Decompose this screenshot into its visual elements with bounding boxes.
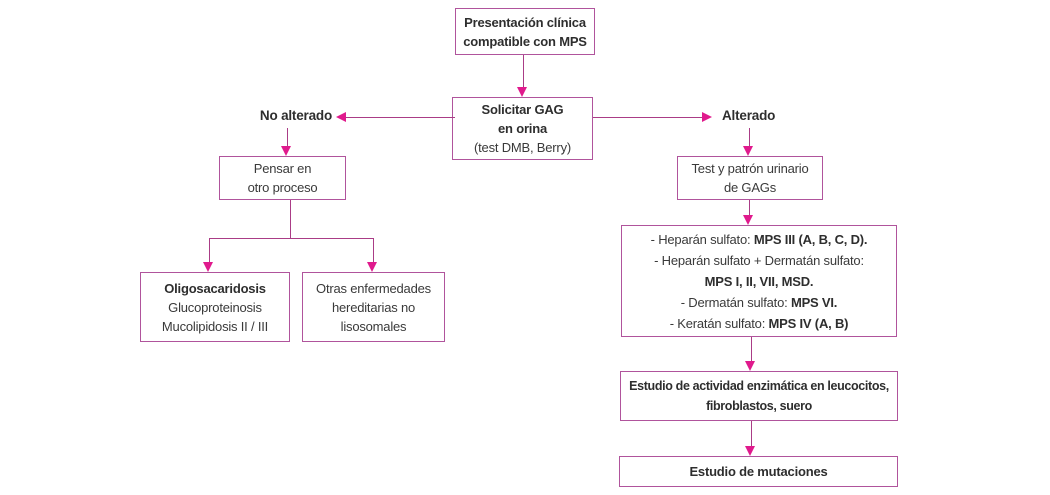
arrowhead-down-icon	[367, 262, 377, 272]
item-text: - Dermatán sulfato:	[680, 294, 791, 310]
box-text-line: en orina	[498, 121, 547, 136]
box-text-line: Glucoproteinosis	[168, 299, 262, 315]
arrowhead-left-icon	[336, 112, 346, 122]
arrowhead-down-icon	[281, 146, 291, 156]
connector-branch-to-otras	[372, 238, 374, 263]
list-item: - Heparán sulfato: MPS III (A, B, C, D).	[651, 229, 868, 250]
list-item: - Keratán sulfato: MPS IV (A, B)	[670, 313, 849, 334]
box-estudio-enzimatico: Estudio de actividad enzimática en leuco…	[620, 371, 898, 421]
box-text-line: Presentación clínica	[464, 14, 586, 30]
box-text-line: lisosomales	[340, 318, 407, 334]
label-no-alterado: No alterado	[259, 108, 332, 123]
arrowhead-down-icon	[743, 146, 753, 156]
item-text: - Heparán sulfato:	[650, 231, 754, 247]
box-text-line: hereditarias no	[332, 299, 415, 315]
arrowhead-right-icon	[702, 112, 712, 122]
box-text-line: Estudio de actividad enzimática en leuco…	[629, 379, 889, 393]
list-item: - Dermatán sulfato: MPS VI.	[680, 292, 838, 313]
connector-branch-horizontal	[208, 237, 374, 239]
box-estudio-mutaciones: Estudio de mutaciones	[619, 456, 898, 487]
connector-branch-to-oligo	[208, 238, 210, 263]
box-test-patron-urinario: Test y patrón urinario de GAGs	[677, 156, 823, 200]
box-text-line: Otras enfermedades	[316, 280, 431, 296]
connector-gaglist-to-enzima	[750, 337, 752, 362]
box-text-line: Mucolipidosis II / III	[161, 318, 269, 334]
item-text: - Heparán sulfato + Dermatán sulfato:	[654, 252, 864, 268]
item-bold-text: MPS IV (A, B)	[768, 315, 849, 331]
box-solicitar-gag: Solicitar GAG en orina (test DMB, Berry)	[452, 97, 593, 160]
arrowhead-down-icon	[203, 262, 213, 272]
item-bold-text: MPS I, II, VII, MSD.	[704, 273, 814, 289]
box-text-line: de GAGs	[723, 180, 777, 195]
connector-pensar-stem	[289, 200, 291, 238]
box-text-line: Pensar en	[253, 161, 312, 176]
item-text: - Keratán sulfato:	[669, 315, 769, 331]
item-bold-text: MPS III (A, B, C, D).	[753, 231, 868, 247]
arrowhead-down-icon	[743, 215, 753, 225]
list-item: - Heparán sulfato + Dermatán sulfato:	[654, 250, 864, 271]
box-text-line: Estudio de mutaciones	[689, 464, 828, 479]
connector-noalterado-to-pensar	[286, 128, 288, 148]
box-oligosacaridosis: Oligosacaridosis Glucoproteinosis Mucoli…	[140, 272, 290, 342]
connector-top-to-central	[522, 55, 524, 88]
connector-enzima-to-mutaciones	[750, 421, 752, 447]
box-gag-sulfato-list: - Heparán sulfato: MPS III (A, B, C, D).…	[621, 225, 897, 337]
connector-test-to-gaglist	[748, 200, 750, 216]
box-title-line: Oligosacaridosis	[164, 280, 266, 296]
list-item: MPS I, II, VII, MSD.	[705, 271, 814, 292]
box-text-line: otro proceso	[247, 180, 318, 195]
arrowhead-down-icon	[745, 446, 755, 456]
box-text-line: fibroblastos, suero	[706, 399, 812, 413]
connector-central-to-right	[593, 116, 703, 118]
box-text-line: Test y patrón urinario	[691, 161, 809, 176]
box-text-line: compatible con MPS	[463, 33, 587, 49]
item-bold-text: MPS VI.	[790, 294, 838, 310]
arrowhead-down-icon	[517, 87, 527, 97]
box-presentacion-clinica: Presentación clínica compatible con MPS	[455, 8, 595, 55]
box-otras-enfermedades: Otras enfermedades hereditarias no lisos…	[302, 272, 445, 342]
connector-alterado-to-test	[748, 128, 750, 148]
label-alterado: Alterado	[722, 108, 776, 123]
connector-central-to-left	[346, 116, 455, 118]
box-pensar-otro-proceso: Pensar en otro proceso	[219, 156, 346, 200]
box-text-line: (test DMB, Berry)	[474, 140, 571, 155]
box-text-line: Solicitar GAG	[481, 102, 564, 117]
arrowhead-down-icon	[745, 361, 755, 371]
